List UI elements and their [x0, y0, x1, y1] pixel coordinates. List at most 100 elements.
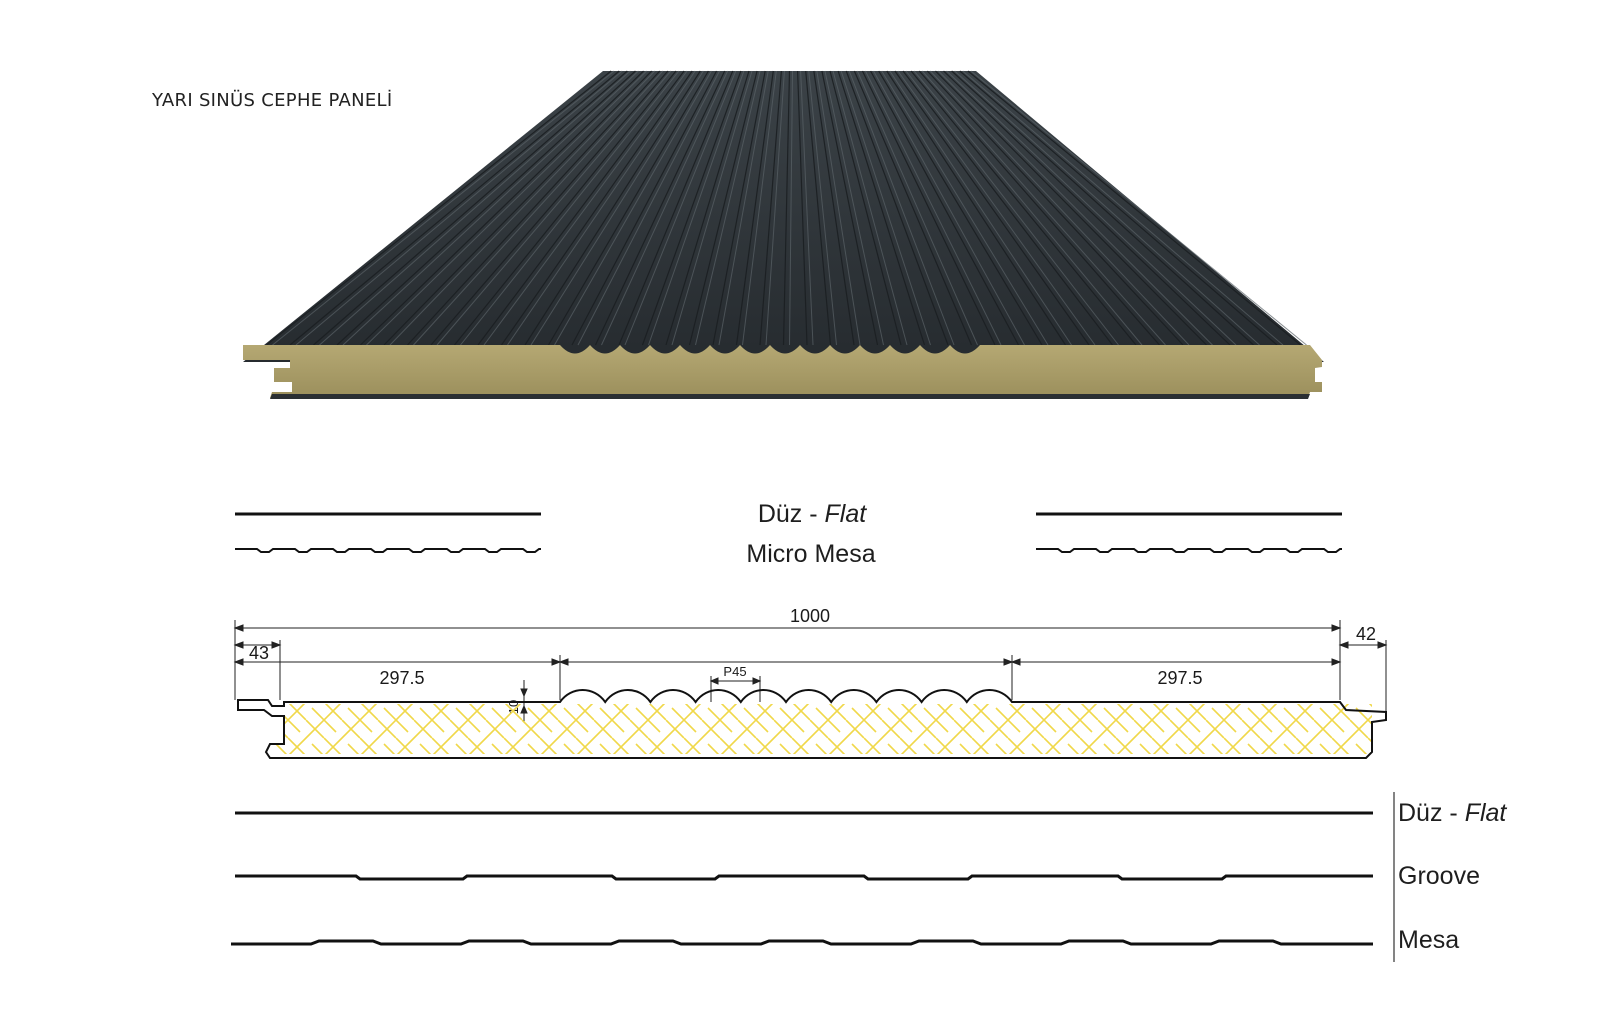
panel-rib-highlight	[460, 70, 680, 346]
panel-rib	[266, 70, 612, 346]
panel-core-face	[243, 345, 1322, 398]
flat-label-main: Düz -	[758, 500, 825, 528]
panel-rib-highlight	[946, 70, 1237, 346]
panel-cross-section	[237, 689, 1387, 759]
panel-rib-highlight	[295, 70, 623, 346]
panel-rib-highlight	[954, 70, 1260, 346]
panel-rib	[878, 70, 1043, 346]
panel-rib	[943, 70, 1231, 346]
panel-rib	[735, 70, 774, 346]
panel-rib-highlight	[530, 70, 704, 346]
panel-rib	[712, 70, 766, 346]
panel-rib-highlight	[436, 70, 672, 346]
panel-rib	[813, 70, 855, 346]
panel-rib-highlight	[808, 70, 837, 346]
panel-rib-highlight	[507, 70, 696, 346]
groove-profile-line	[235, 874, 1373, 881]
panel-rib-highlight	[840, 70, 931, 346]
lower-profile-samples	[231, 792, 1395, 962]
panel-rib-highlight	[342, 70, 639, 346]
panel-rib-highlight	[601, 70, 729, 346]
panel-rib	[870, 70, 1020, 346]
panel-rib	[926, 70, 1184, 346]
panel-rib-highlight	[577, 70, 720, 346]
panel-rib	[571, 70, 718, 346]
panel-rib-highlight	[873, 70, 1025, 346]
panel-rib	[918, 70, 1160, 346]
dim-left-flat-zone: 297.5	[379, 668, 424, 688]
panel-rib	[454, 70, 677, 346]
dimension-lines	[233, 620, 1388, 722]
upper-profile-samples	[235, 512, 1342, 553]
panel-rib	[782, 70, 791, 346]
panel-rib	[313, 70, 628, 346]
panel-rib	[360, 70, 644, 346]
panel-rib	[837, 70, 926, 346]
panel-rib	[853, 70, 973, 346]
panel-rib	[951, 70, 1254, 346]
panel-rib-highlight	[962, 70, 1284, 346]
panel-rib	[759, 70, 782, 346]
lower-flat-label-italic: Flat	[1465, 799, 1508, 827]
panel-rib-highlight	[929, 70, 1190, 346]
panel-rib-highlights	[272, 70, 1307, 346]
panel-rib-highlight	[742, 70, 777, 346]
panel-rib	[430, 70, 669, 346]
panel-rib-highlight	[970, 70, 1307, 346]
lower-flat-label: Düz - Flat	[1398, 799, 1507, 827]
panel-rib	[407, 70, 661, 346]
dim-pitch: P45	[723, 664, 746, 679]
panel-rib-highlight	[624, 70, 737, 346]
panel-rib-highlight	[695, 70, 761, 346]
panel-rib-highlight	[824, 70, 884, 346]
panel-rib-highlight	[483, 70, 688, 346]
panel-rib-highlight	[889, 70, 1072, 346]
panel-rib-highlight	[648, 70, 745, 346]
panel-rib-highlight	[272, 70, 615, 346]
panel-rib-highlight	[789, 70, 793, 346]
core-hatch-fill	[270, 704, 1372, 754]
panel-rib	[547, 70, 709, 346]
lower-flat-label-main: Düz -	[1398, 799, 1465, 827]
panel-rib	[594, 70, 726, 346]
panel-rib	[688, 70, 758, 346]
panel-rib-highlight	[905, 70, 1119, 346]
flat-label-italic: Flat	[825, 500, 868, 528]
panel-rib	[336, 70, 636, 346]
panel-rib	[902, 70, 1113, 346]
panel-rib-highlight	[921, 70, 1166, 346]
dim-right-overlap: 42	[1356, 624, 1376, 644]
micro-mesa-profile-line-left	[235, 548, 541, 553]
panel-rib	[886, 70, 1067, 346]
panel-bottom-skin	[270, 394, 1310, 399]
flat-label: Düz - Flat	[758, 500, 867, 528]
section-outline	[237, 689, 1387, 759]
mesa-label: Mesa	[1398, 926, 1459, 954]
panel-rib-highlight	[938, 70, 1213, 346]
panel-rib	[821, 70, 879, 346]
panel-rib-highlight	[554, 70, 712, 346]
panel-rib	[967, 70, 1301, 346]
panel-rib	[894, 70, 1090, 346]
panel-rib-highlight	[671, 70, 753, 346]
panel-rib-highlight	[832, 70, 908, 346]
dim-overall-width: 1000	[790, 606, 830, 626]
panel-rib-highlight	[800, 70, 814, 346]
panel-rib	[618, 70, 734, 346]
panel-rib	[477, 70, 685, 346]
panel-rib-highlight	[413, 70, 664, 346]
panel-rib	[935, 70, 1207, 346]
panel-rib-lines	[266, 70, 1301, 346]
panel-rib	[845, 70, 949, 346]
panel-3d-render	[243, 70, 1324, 399]
panel-rib-highlight	[319, 70, 631, 346]
panel-rib	[383, 70, 653, 346]
panel-rib-highlight	[865, 70, 1002, 346]
panel-rib-highlight	[389, 70, 656, 346]
panel-top-face	[243, 71, 1324, 362]
panel-rib-highlight	[718, 70, 769, 346]
dimension-labels: 1000 43 42 297.5 297.5 P45 10	[249, 606, 1376, 714]
panel-rib-highlight	[816, 70, 861, 346]
panel-rib-highlight	[366, 70, 647, 346]
